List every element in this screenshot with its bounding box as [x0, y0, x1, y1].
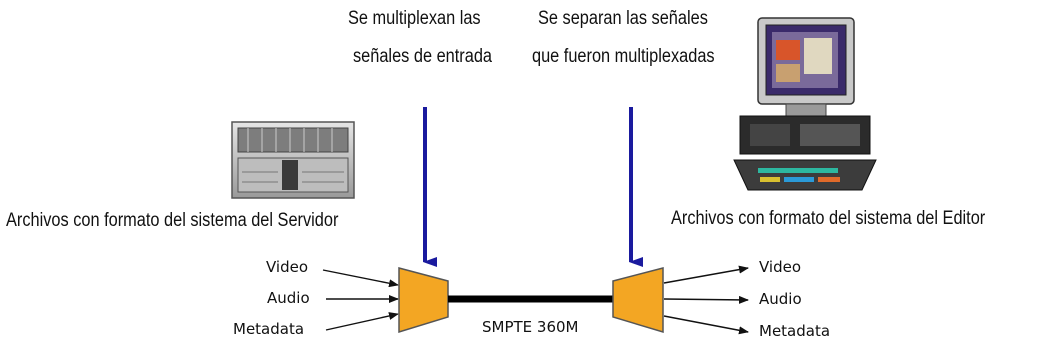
multiplex-caption-line-2: señales de entrada	[353, 46, 492, 67]
input-arrow-metadata	[325, 312, 399, 331]
server-rack-icon	[231, 121, 355, 199]
computer-workstation-icon	[733, 17, 877, 191]
output-label-metadata: Metadata	[759, 322, 831, 340]
demultiplexer	[612, 267, 664, 334]
output-label-video: Video	[759, 258, 802, 276]
demultiplex-caption-line-2: que fueron multiplexadas	[532, 46, 715, 67]
input-arrow-video	[322, 269, 399, 288]
multiplexer	[398, 267, 449, 334]
input-label-video: Video	[266, 258, 309, 276]
input-label-audio: Audio	[267, 289, 310, 307]
link-label: SMPTE 360M	[482, 318, 579, 336]
output-label-audio: Audio	[759, 290, 802, 308]
output-arrow-audio	[663, 295, 749, 304]
input-label-metadata: Metadata	[233, 320, 305, 338]
multiplex-caption-line-1: Se multiplexan las	[348, 8, 481, 29]
demultiplex-caption-line-1: Se separan las señales	[538, 8, 708, 29]
editor-files-caption: Archivos con formato del sistema del Edi…	[671, 208, 986, 229]
output-arrow-metadata	[663, 315, 749, 335]
server-files-caption: Archivos con formato del sistema del Ser…	[6, 210, 339, 231]
output-arrow-video	[663, 265, 749, 284]
